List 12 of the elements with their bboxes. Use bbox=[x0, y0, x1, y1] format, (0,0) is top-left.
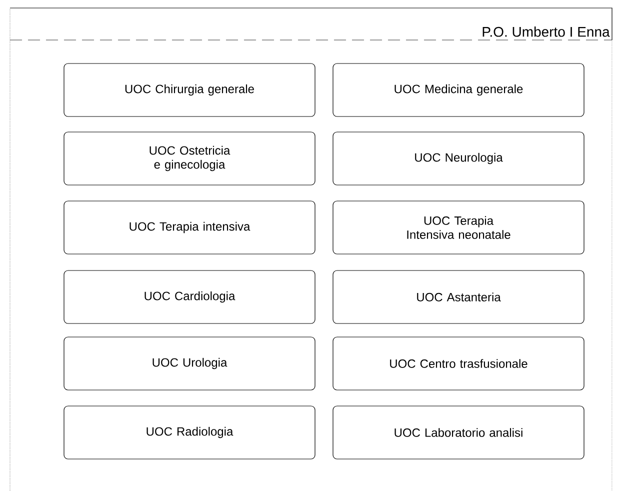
unit-box: UOC Chirurgia generale bbox=[64, 63, 316, 117]
unit-box: UOC Astanteria bbox=[332, 270, 584, 324]
unit-box: UOC Ostetricia e ginecologia bbox=[64, 132, 316, 186]
unit-box: UOC Terapia intensiva bbox=[64, 200, 316, 254]
unit-box: UOC Neurologia bbox=[332, 132, 584, 186]
unit-box: UOC Medicina generale bbox=[332, 63, 584, 117]
unit-box: UOC Centro trasfusionale bbox=[332, 336, 584, 390]
unit-box: UOC Cardiologia bbox=[64, 270, 316, 324]
unit-box: UOC Urologia bbox=[64, 336, 316, 390]
unit-box: UOC Radiologia bbox=[64, 406, 316, 460]
unit-box: UOC Terapia Intensiva neonatale bbox=[332, 200, 584, 254]
unit-box: UOC Laboratorio analisi bbox=[332, 406, 584, 460]
